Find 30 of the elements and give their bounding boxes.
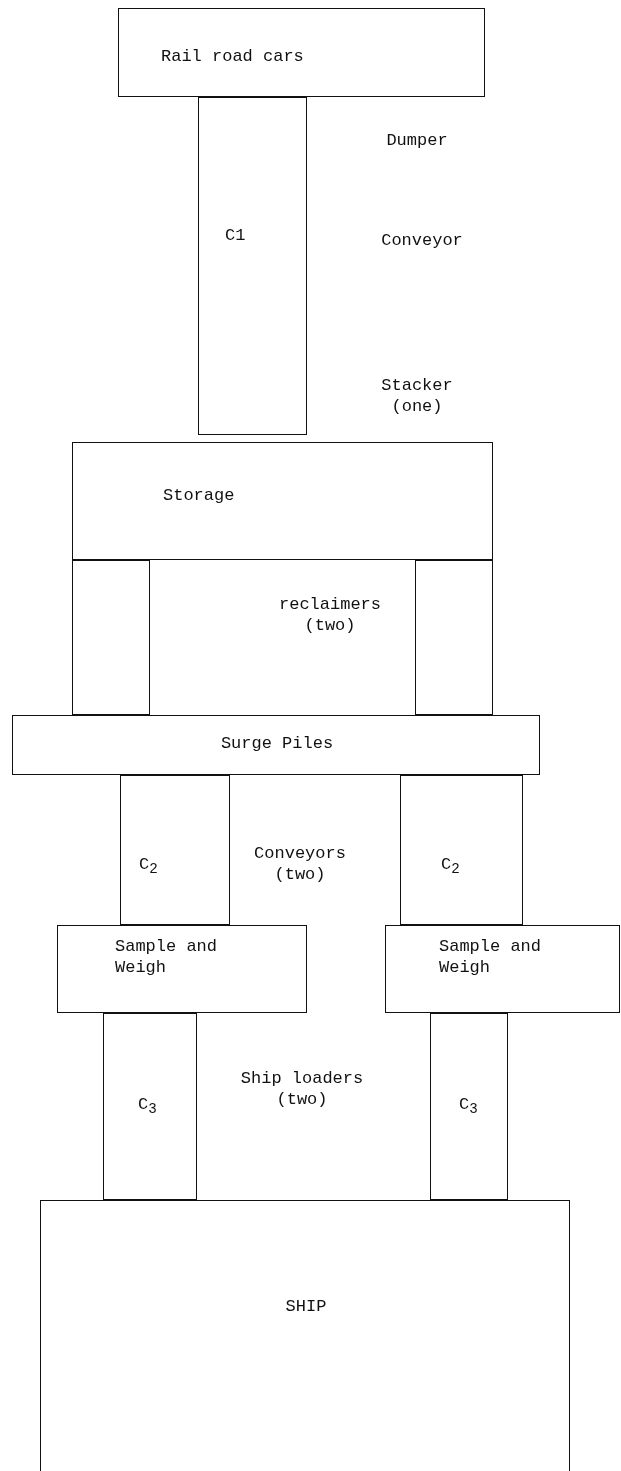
node-label: Sample and Weigh	[115, 936, 219, 979]
process-box	[118, 8, 485, 97]
process-box	[12, 715, 540, 775]
node-label: Sample and Weigh	[439, 936, 543, 979]
node-label: Surge Piles	[219, 733, 335, 755]
stage-label: Stacker (one)	[380, 375, 454, 418]
process-box	[400, 775, 523, 925]
process-box	[40, 1200, 570, 1471]
node-label: C$_{3}$	[459, 1094, 479, 1120]
stage-label: Conveyor	[380, 230, 464, 252]
process-box	[103, 1013, 197, 1200]
reclaimer-bar	[415, 560, 493, 715]
process-box	[57, 925, 307, 1013]
process-box	[385, 925, 620, 1013]
node-label: C1	[225, 225, 247, 247]
stage-label: Ship loaders (two)	[239, 1068, 365, 1111]
node-label: C$_{2}$	[139, 854, 159, 880]
reclaimer-bar	[72, 560, 150, 715]
stage-label: Dumper	[385, 130, 449, 152]
node-label: Storage	[163, 485, 236, 507]
process-box	[72, 442, 493, 560]
process-box	[430, 1013, 508, 1200]
process-box	[120, 775, 230, 925]
node-label: SHIP	[284, 1296, 328, 1318]
node-label: C$_{3}$	[138, 1094, 158, 1120]
stage-label: reclaimers (two)	[278, 594, 382, 637]
node-label: Rail road cars	[161, 46, 305, 68]
node-label: C$_{2}$	[441, 854, 461, 880]
process-box	[198, 97, 307, 435]
stage-label: Conveyors (two)	[253, 843, 347, 886]
